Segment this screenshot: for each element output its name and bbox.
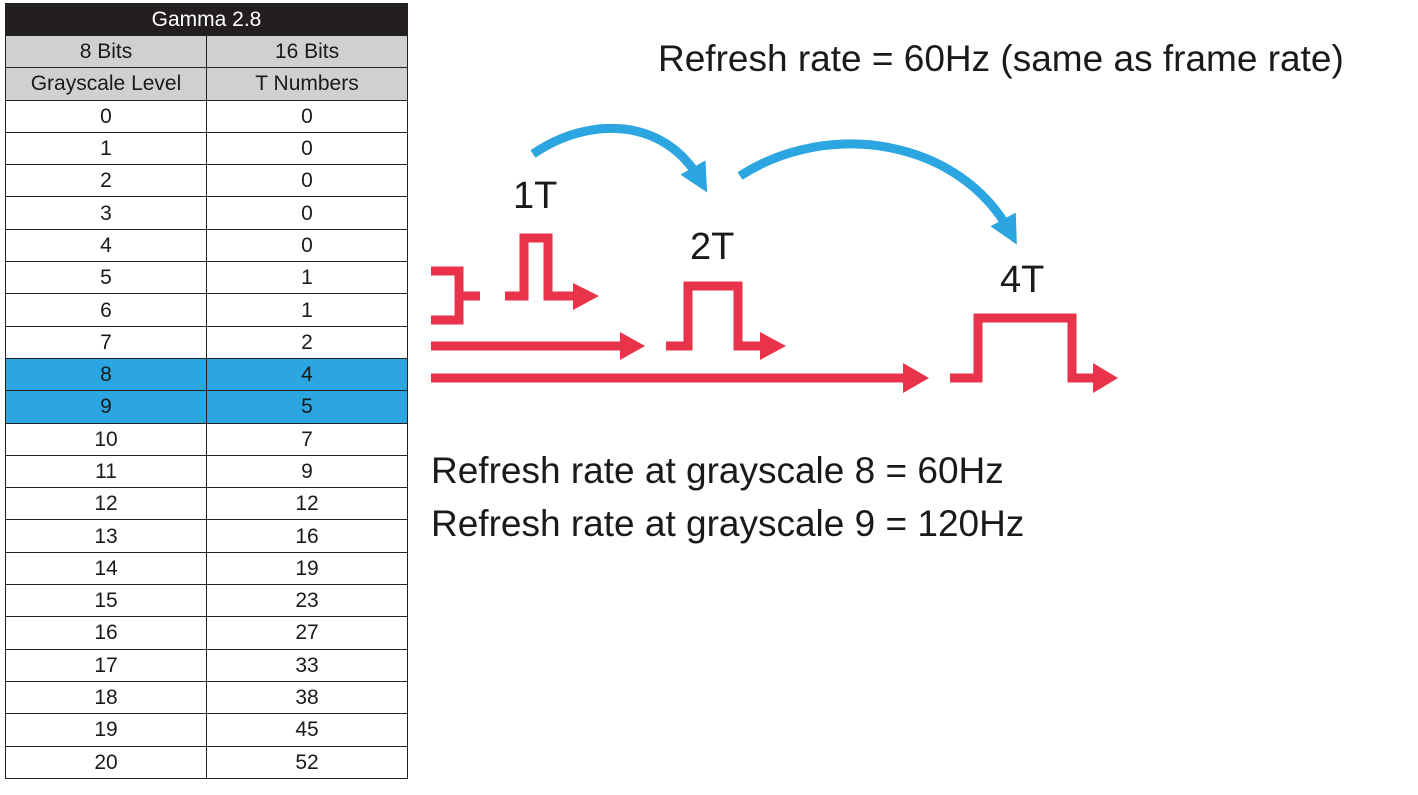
grayscale-level-cell: 10 xyxy=(5,422,207,456)
baseline-arrow-row2-head xyxy=(620,332,645,360)
refresh-rate-grayscale-9: Refresh rate at grayscale 9 = 120Hz xyxy=(431,503,1025,544)
pulse-label-1t: 1T xyxy=(513,175,558,217)
t-number-cell: 7 xyxy=(206,422,408,456)
grayscale-level-cell: 9 xyxy=(5,390,207,424)
pulse-4t-arrowhead xyxy=(1093,363,1118,393)
curved-arrow-1t-to-2t xyxy=(530,123,708,193)
grayscale-level-cell: 15 xyxy=(5,584,207,618)
t-number-cell: 4 xyxy=(206,357,408,392)
grayscale-level-cell: 6 xyxy=(5,293,207,327)
pulse-trace-0 xyxy=(431,266,480,325)
pulse-label-4t: 4T xyxy=(1000,259,1045,301)
t-number-cell: 33 xyxy=(206,648,408,682)
baseline-arrow-row3-head xyxy=(903,363,929,393)
header-t-numbers: T Numbers xyxy=(206,67,408,101)
grayscale-level-cell: 14 xyxy=(5,551,207,586)
refresh-rate-title: Refresh rate = 60Hz (same as frame rate) xyxy=(658,38,1344,79)
grayscale-level-cell: 1 xyxy=(5,131,207,166)
pulse-2t xyxy=(666,281,762,351)
gamma-table: Gamma 2.8 8 Bits 16 Bits Grayscale Level… xyxy=(5,3,408,779)
t-number-cell: 45 xyxy=(206,713,408,747)
pulse-label-2t: 2T xyxy=(690,226,735,268)
grayscale-level-cell: 20 xyxy=(5,745,207,779)
pulse-2t-arrowhead xyxy=(760,332,786,360)
header-grayscale-level: Grayscale Level xyxy=(5,67,207,101)
t-number-cell: 9 xyxy=(206,454,408,489)
t-number-cell: 27 xyxy=(206,616,408,650)
grayscale-level-cell: 12 xyxy=(5,487,207,521)
t-number-cell: 5 xyxy=(206,390,408,424)
grayscale-level-cell: 19 xyxy=(5,713,207,747)
curved-arrow-2t-to-4t xyxy=(737,139,1017,245)
table-title-row: Gamma 2.8 xyxy=(5,3,408,36)
pulse-4t xyxy=(950,313,1095,383)
t-number-cell: 12 xyxy=(206,487,408,521)
table-header-columns: Grayscale Level T Numbers xyxy=(5,67,408,101)
t-number-cell: 0 xyxy=(206,228,408,263)
grayscale-level-cell: 3 xyxy=(5,196,207,230)
grayscale-level-cell: 7 xyxy=(5,325,207,359)
refresh-rate-grayscale-8: Refresh rate at grayscale 8 = 60Hz xyxy=(431,450,1004,491)
grayscale-level-cell: 2 xyxy=(5,164,207,198)
pulse-1t xyxy=(505,233,575,301)
table-header-bits: 8 Bits 16 Bits xyxy=(5,34,408,69)
grayscale-level-cell: 5 xyxy=(5,261,207,295)
pulse-1t-arrowhead xyxy=(573,283,599,310)
t-number-cell: 0 xyxy=(206,196,408,230)
t-number-cell: 52 xyxy=(206,745,408,779)
t-number-cell: 1 xyxy=(206,261,408,295)
t-number-cell: 0 xyxy=(206,164,408,198)
table-title: Gamma 2.8 xyxy=(5,3,408,36)
